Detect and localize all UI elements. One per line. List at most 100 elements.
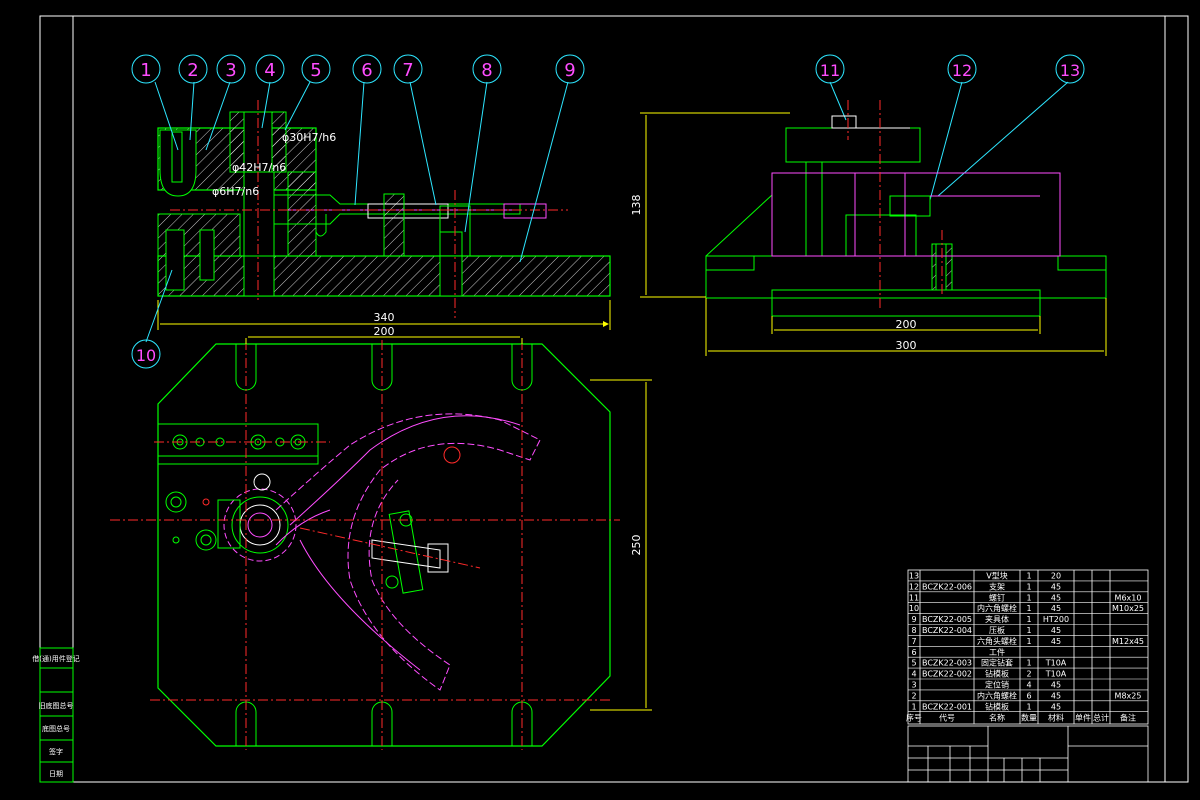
side-view: 138 200 300	[630, 100, 1107, 356]
bom-cell-qty: 1	[1026, 615, 1031, 624]
balloon-10-label: 10	[136, 346, 156, 365]
bom-header-cell: 数量	[1021, 713, 1037, 723]
bom-cell-material: T10A	[1045, 659, 1067, 668]
bom-cell-name: 内六角螺栓	[977, 603, 1017, 613]
bom-header-cell: 总计	[1093, 713, 1109, 723]
balloon-2: 2	[178, 54, 208, 84]
bom-cell-qty: 1	[1026, 604, 1031, 613]
bom-cell-qty: 2	[1026, 670, 1031, 679]
balloon-5: 5	[301, 54, 331, 84]
bom-cell-code: BCZK22-001	[922, 702, 972, 711]
balloon-3-label: 3	[225, 60, 236, 81]
bom-cell-code: BCZK22-004	[922, 626, 972, 635]
balloon-9-label: 9	[564, 60, 575, 81]
bom-cell-code: BCZK22-003	[922, 659, 972, 668]
bom-cell-no: 8	[911, 626, 916, 635]
bom-cell-no: 12	[909, 582, 919, 591]
balloon-1-label: 1	[140, 60, 151, 81]
bom-row: 11 螺钉 1 45 M6x10	[909, 592, 1142, 602]
bom-cell-name: 钻模板	[985, 701, 1009, 711]
front-view: φ30H7/h6 φ42H7/n6 φ6H7/n6 340	[157, 100, 611, 330]
balloon-5-label: 5	[310, 60, 321, 81]
bom-cell-name: 定位销	[985, 680, 1009, 690]
balloon-8: 8	[472, 54, 502, 84]
balloon-7: 7	[393, 54, 423, 84]
bom-cell-qty: 1	[1026, 572, 1031, 581]
bom-cell-qty: 1	[1026, 637, 1031, 646]
bom-cell-material: 45	[1051, 604, 1061, 613]
bom-cell-name: V型块	[986, 571, 1007, 581]
bom-cell-material: 45	[1051, 593, 1061, 602]
balloon-leaders	[145, 81, 1069, 343]
balloon-1: 1	[131, 54, 161, 84]
bom-cell-name: 压板	[989, 625, 1005, 635]
bom-cell-name: 工件	[989, 647, 1005, 657]
plan-view: 200 250	[110, 325, 652, 750]
bom-header-cell: 材料	[1048, 713, 1064, 723]
bom-cell-no: 10	[909, 604, 919, 613]
bom-cell-qty: 1	[1026, 593, 1031, 602]
balloon-6: 6	[352, 54, 382, 84]
dim-side-outer: 300	[896, 339, 917, 352]
strip-text-3: 底图总号	[42, 724, 70, 733]
bom-cell-material: 45	[1051, 626, 1061, 635]
bom-cell-material: 45	[1051, 637, 1061, 646]
bom-cell-code: BCZK22-002	[922, 670, 972, 679]
bom-cell-note: M12x45	[1112, 637, 1144, 646]
bom-cell-qty: 1	[1026, 582, 1031, 591]
bom-cell-name: 螺钉	[989, 592, 1005, 602]
bom-cell-code: BCZK22-006	[922, 582, 972, 591]
bom-cell-qty: 4	[1026, 681, 1031, 690]
dim-front-length: 340	[374, 311, 395, 324]
fit-label-1: φ30H7/h6	[282, 131, 336, 144]
balloon-4-label: 4	[264, 60, 275, 81]
bom-row: 10 内六角螺栓 1 45 M10x25	[909, 603, 1144, 613]
strip-text-4: 签字	[49, 747, 63, 756]
bom-header-cell: 备注	[1120, 713, 1136, 723]
bom-cell-qty: 1	[1026, 702, 1031, 711]
bom-header-cell: 序号	[906, 713, 922, 723]
bom-cell-note: M10x25	[1112, 604, 1144, 613]
dim-side-inner: 200	[896, 318, 917, 331]
strip-text-1: 借(通)用件登记	[32, 654, 79, 663]
balloon-11: 11	[815, 54, 845, 84]
balloon-8-label: 8	[481, 60, 492, 81]
balloon-4: 4	[255, 54, 285, 84]
bom-cell-material: 45	[1051, 691, 1061, 700]
balloon-12: 12	[947, 54, 977, 84]
bom-header-cell: 代号	[939, 713, 955, 723]
bom-cell-no: 9	[911, 615, 916, 624]
bom-cell-name: 支架	[989, 581, 1005, 591]
balloon-10: 10	[131, 339, 161, 369]
bom-cell-no: 13	[909, 572, 919, 581]
bom-row: 13 V型块 1 20	[909, 571, 1061, 581]
balloon-7-label: 7	[402, 60, 413, 81]
bom-cell-material: 20	[1051, 572, 1061, 581]
bom-cell-qty: 1	[1026, 626, 1031, 635]
bom-cell-material: HT200	[1043, 615, 1069, 624]
dim-plan-height: 250	[630, 535, 643, 556]
bom-cell-no: 6	[911, 648, 916, 657]
strip-text-2: 旧底图总号	[39, 701, 74, 710]
bom-cell-note: M8x25	[1115, 691, 1142, 700]
bom-cell-no: 11	[909, 593, 919, 602]
bom-cell-name: 固定钻套	[981, 658, 1013, 668]
balloon-12-label: 12	[952, 61, 972, 80]
bom-cell-note: M6x10	[1115, 593, 1142, 602]
bom-cell-no: 1	[911, 702, 916, 711]
bom-cell-name: 六角头螺栓	[977, 636, 1017, 646]
bom-cell-name: 内六角螺栓	[977, 690, 1017, 700]
bom-table	[907, 569, 1149, 783]
balloons: 1 2 3 4 5 6 7 8 9 10 11 12 13	[131, 54, 1085, 369]
bom-row: 6 工件	[911, 647, 1005, 657]
balloon-6-label: 6	[361, 60, 372, 81]
